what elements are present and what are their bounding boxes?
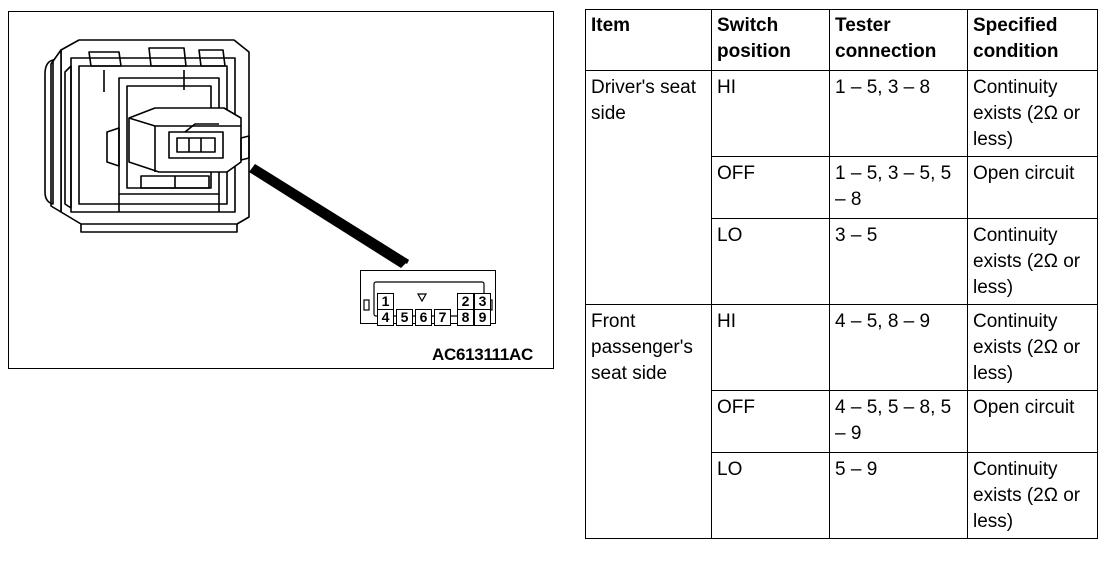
table-row: LO 3 – 5 Continuity exists (2Ω or less) [586,218,1098,305]
switch-position-cell: LO [711,218,830,305]
specified-condition-cell: Continuity exists (2Ω or less) [967,304,1098,391]
pin-3: 3 [474,293,491,310]
figure-code: AC613111AC [432,345,533,364]
tester-connection-cell: 4 – 5, 8 – 9 [829,304,968,391]
specified-condition-cell: Continuity exists (2Ω or less) [967,218,1098,305]
table-header-row: Item Switch position Tester connection S… [585,9,1098,71]
connector-figure: 1 2 3 4 5 6 7 8 9 AC613111AC [8,11,554,369]
switch-position-cell: HI [711,70,830,157]
item-cell: Driver's seat side [585,70,712,305]
header-tester-connection: Tester connection [829,9,968,71]
header-item: Item [585,9,712,71]
connector-face-diagram: 1 2 3 4 5 6 7 8 9 [360,270,496,326]
tester-connection-cell: 4 – 5, 5 – 8, 5 – 9 [829,390,968,453]
switch-position-cell: OFF [711,390,830,453]
tester-connection-cell: 1 – 5, 3 – 5, 5 – 8 [829,156,968,219]
pin-9: 9 [474,309,491,326]
switch-position-cell: LO [711,452,830,539]
pin-4: 4 [377,309,394,326]
table-row: OFF 1 – 5, 3 – 5, 5 – 8 Open circuit [586,156,1098,219]
header-switch-position: Switch position [711,9,830,71]
pin-5: 5 [396,309,413,326]
pin-8: 8 [457,309,474,326]
table-row: OFF 4 – 5, 5 – 8, 5 – 9 Open circuit [586,390,1098,453]
pin-1: 1 [377,293,394,310]
tester-connection-cell: 5 – 9 [829,452,968,539]
item-cell: Front passenger's seat side [585,304,712,539]
specified-condition-cell: Continuity exists (2Ω or less) [967,452,1098,539]
specified-condition-cell: Continuity exists (2Ω or less) [967,70,1098,157]
specified-condition-cell: Open circuit [967,156,1098,219]
pin-6: 6 [415,309,432,326]
inspection-table: Item Switch position Tester connection S… [585,9,1098,539]
tester-connection-cell: 1 – 5, 3 – 8 [829,70,968,157]
pin-7: 7 [434,309,451,326]
specified-condition-cell: Open circuit [967,390,1098,453]
table-row: Driver's seat side HI 1 – 5, 3 – 8 Conti… [585,70,1098,305]
tester-connection-cell: 3 – 5 [829,218,968,305]
pin-2: 2 [457,293,474,310]
switch-connector-drawing [44,39,409,268]
switch-position-cell: OFF [711,156,830,219]
table-row: LO 5 – 9 Continuity exists (2Ω or less) [586,452,1098,539]
table-row: Front passenger's seat side HI 4 – 5, 8 … [585,304,1098,539]
header-specified-condition: Specified condition [967,9,1098,71]
switch-position-cell: HI [711,304,830,391]
